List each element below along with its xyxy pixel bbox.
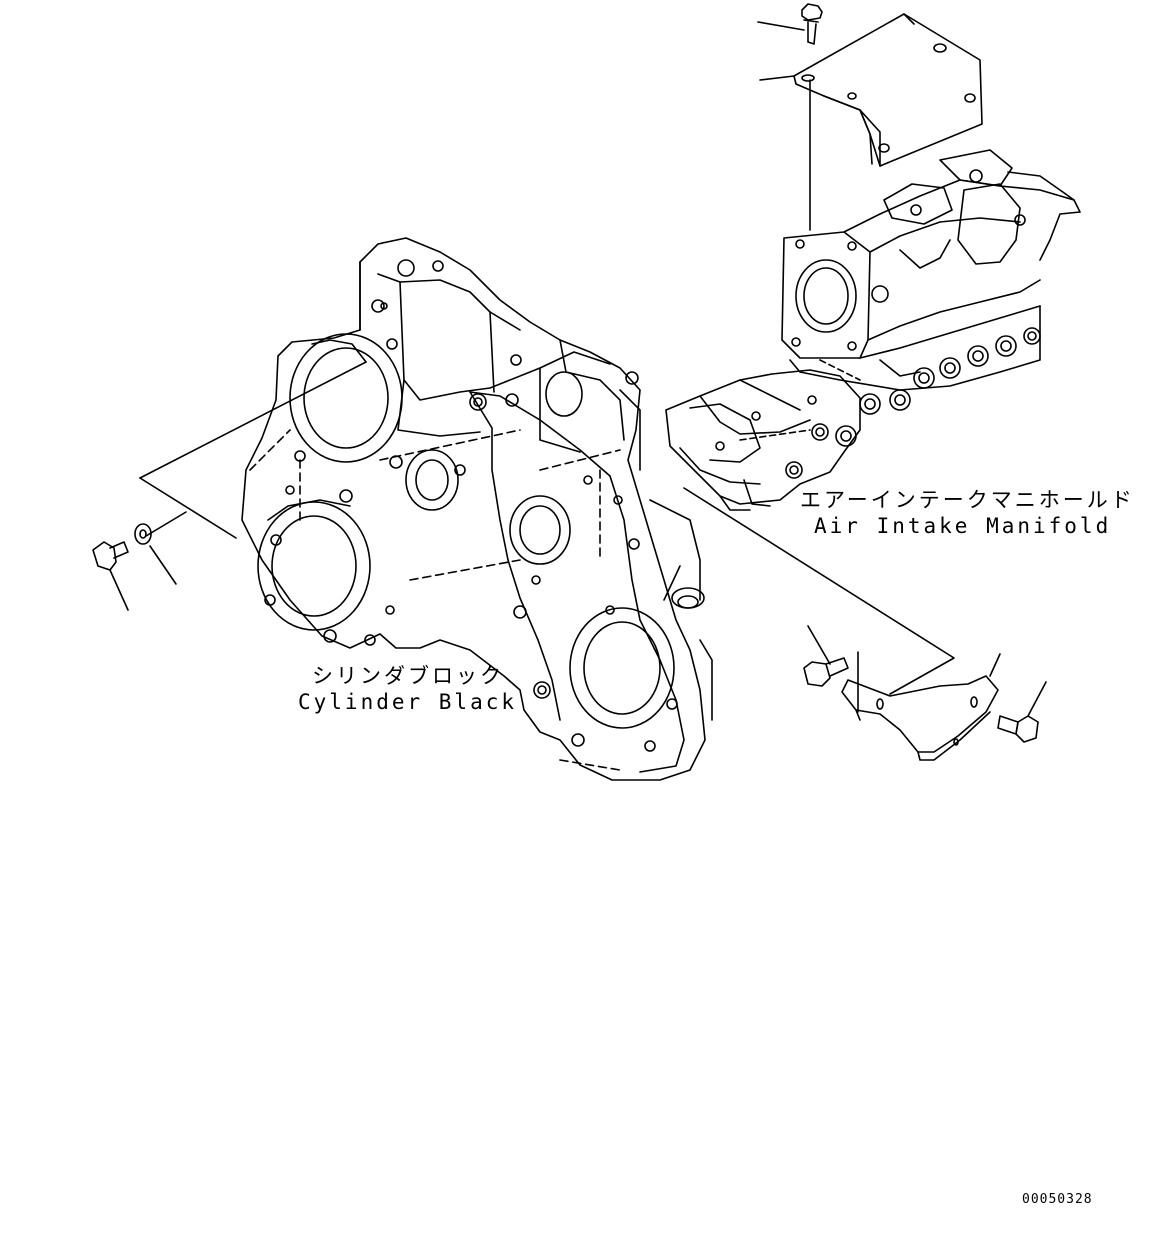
air-intake-manifold-label-en: Air Intake Manifold [814, 514, 1112, 538]
boss-row [786, 328, 1040, 478]
leader-line [664, 566, 680, 600]
air-intake-manifold-label-jp: エアーインテークマニホールド [800, 488, 1135, 512]
cylinder-block [242, 238, 712, 780]
cylinder-block-label-jp: シリンダブロック [312, 664, 504, 688]
left-fasteners [93, 362, 366, 610]
lower-bracket [684, 488, 1046, 760]
document-number: 00050328 [1022, 1192, 1093, 1207]
top-bracket [758, 4, 982, 230]
air-intake-manifold [666, 150, 1080, 510]
cylinder-block-label-en: Cylinder Black [298, 690, 518, 714]
